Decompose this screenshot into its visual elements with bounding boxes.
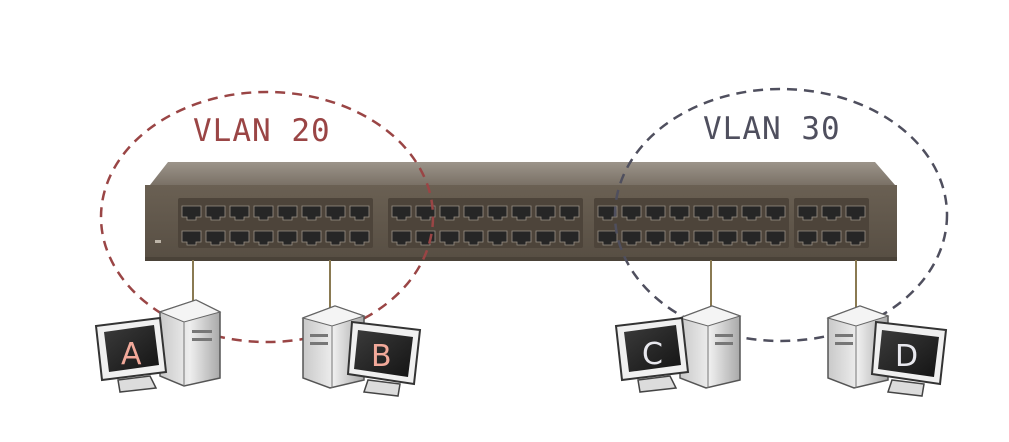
ethernet-port-icon	[391, 205, 412, 221]
ethernet-port-icon	[325, 205, 346, 221]
tower-icon	[158, 299, 222, 387]
ethernet-port-icon	[301, 205, 322, 221]
switch-bottom-edge	[145, 257, 897, 261]
cables	[192, 260, 857, 312]
ethernet-port-icon	[205, 205, 226, 221]
ethernet-port-icon	[717, 230, 738, 246]
ethernet-port-icon	[797, 230, 818, 246]
ethernet-port-icon	[821, 230, 842, 246]
ethernet-port-icon	[669, 230, 690, 246]
port-group-3	[594, 198, 789, 248]
vlan-20-label: VLAN 20	[193, 113, 331, 149]
ethernet-port-icon	[487, 230, 508, 246]
network-switch	[145, 162, 897, 261]
ethernet-port-icon	[391, 230, 412, 246]
ethernet-port-icon	[821, 205, 842, 221]
ethernet-port-icon	[511, 230, 532, 246]
ethernet-port-icon	[349, 230, 370, 246]
ethernet-port-icon	[845, 205, 866, 221]
ethernet-port-icon	[765, 205, 786, 221]
ethernet-port-icon	[415, 205, 436, 221]
vlan-20-boundary	[99, 90, 435, 344]
ethernet-port-icon	[645, 230, 666, 246]
ethernet-port-icon	[463, 205, 484, 221]
switch-port-array	[178, 198, 869, 248]
monitor-icon	[346, 320, 422, 397]
ethernet-port-icon	[511, 205, 532, 221]
vlan-30-boundary	[613, 87, 949, 343]
computer-a: A	[94, 299, 222, 393]
ethernet-port-icon	[325, 230, 346, 246]
ethernet-port-icon	[559, 205, 580, 221]
ethernet-port-icon	[229, 205, 250, 221]
switch-led	[155, 240, 161, 243]
ethernet-port-icon	[301, 230, 322, 246]
ethernet-port-icon	[621, 230, 642, 246]
ethernet-port-icon	[717, 205, 738, 221]
ethernet-port-icon	[229, 230, 250, 246]
ethernet-port-icon	[645, 205, 666, 221]
monitor-icon	[94, 316, 168, 393]
ethernet-port-icon	[597, 230, 618, 246]
ethernet-port-icon	[487, 205, 508, 221]
ethernet-port-icon	[693, 205, 714, 221]
ethernet-port-icon	[181, 230, 202, 246]
ethernet-port-icon	[845, 230, 866, 246]
ethernet-port-icon	[439, 230, 460, 246]
ethernet-port-icon	[205, 230, 226, 246]
port-group-2	[388, 198, 583, 248]
ethernet-port-icon	[535, 205, 556, 221]
computer-c: C	[614, 305, 742, 393]
ethernet-port-icon	[463, 230, 484, 246]
ethernet-port-icon	[797, 205, 818, 221]
monitor-icon	[870, 320, 948, 397]
monitor-icon	[614, 316, 690, 393]
ethernet-port-icon	[253, 205, 274, 221]
ethernet-port-icon	[439, 205, 460, 221]
ethernet-port-icon	[277, 230, 298, 246]
ethernet-port-icon	[693, 230, 714, 246]
computer-d-label: D	[895, 339, 918, 374]
port-group-1	[178, 198, 373, 248]
ethernet-port-icon	[741, 230, 762, 246]
ethernet-port-icon	[597, 205, 618, 221]
computer-c-label: C	[642, 337, 663, 372]
ethernet-port-icon	[277, 205, 298, 221]
ethernet-port-icon	[741, 205, 762, 221]
tower-icon	[678, 305, 742, 389]
ethernet-port-icon	[765, 230, 786, 246]
ethernet-port-icon	[535, 230, 556, 246]
ethernet-port-icon	[559, 230, 580, 246]
ethernet-port-icon	[621, 205, 642, 221]
ethernet-port-icon	[181, 205, 202, 221]
computer-d: D	[826, 305, 948, 397]
switch-top-surface	[150, 162, 895, 185]
vlan-30-label: VLAN 30	[703, 111, 841, 147]
computer-a-label: A	[121, 337, 142, 372]
computer-b: B	[301, 305, 422, 397]
ethernet-port-icon	[253, 230, 274, 246]
ethernet-port-icon	[349, 205, 370, 221]
computer-b-label: B	[371, 339, 392, 374]
ethernet-port-icon	[669, 205, 690, 221]
